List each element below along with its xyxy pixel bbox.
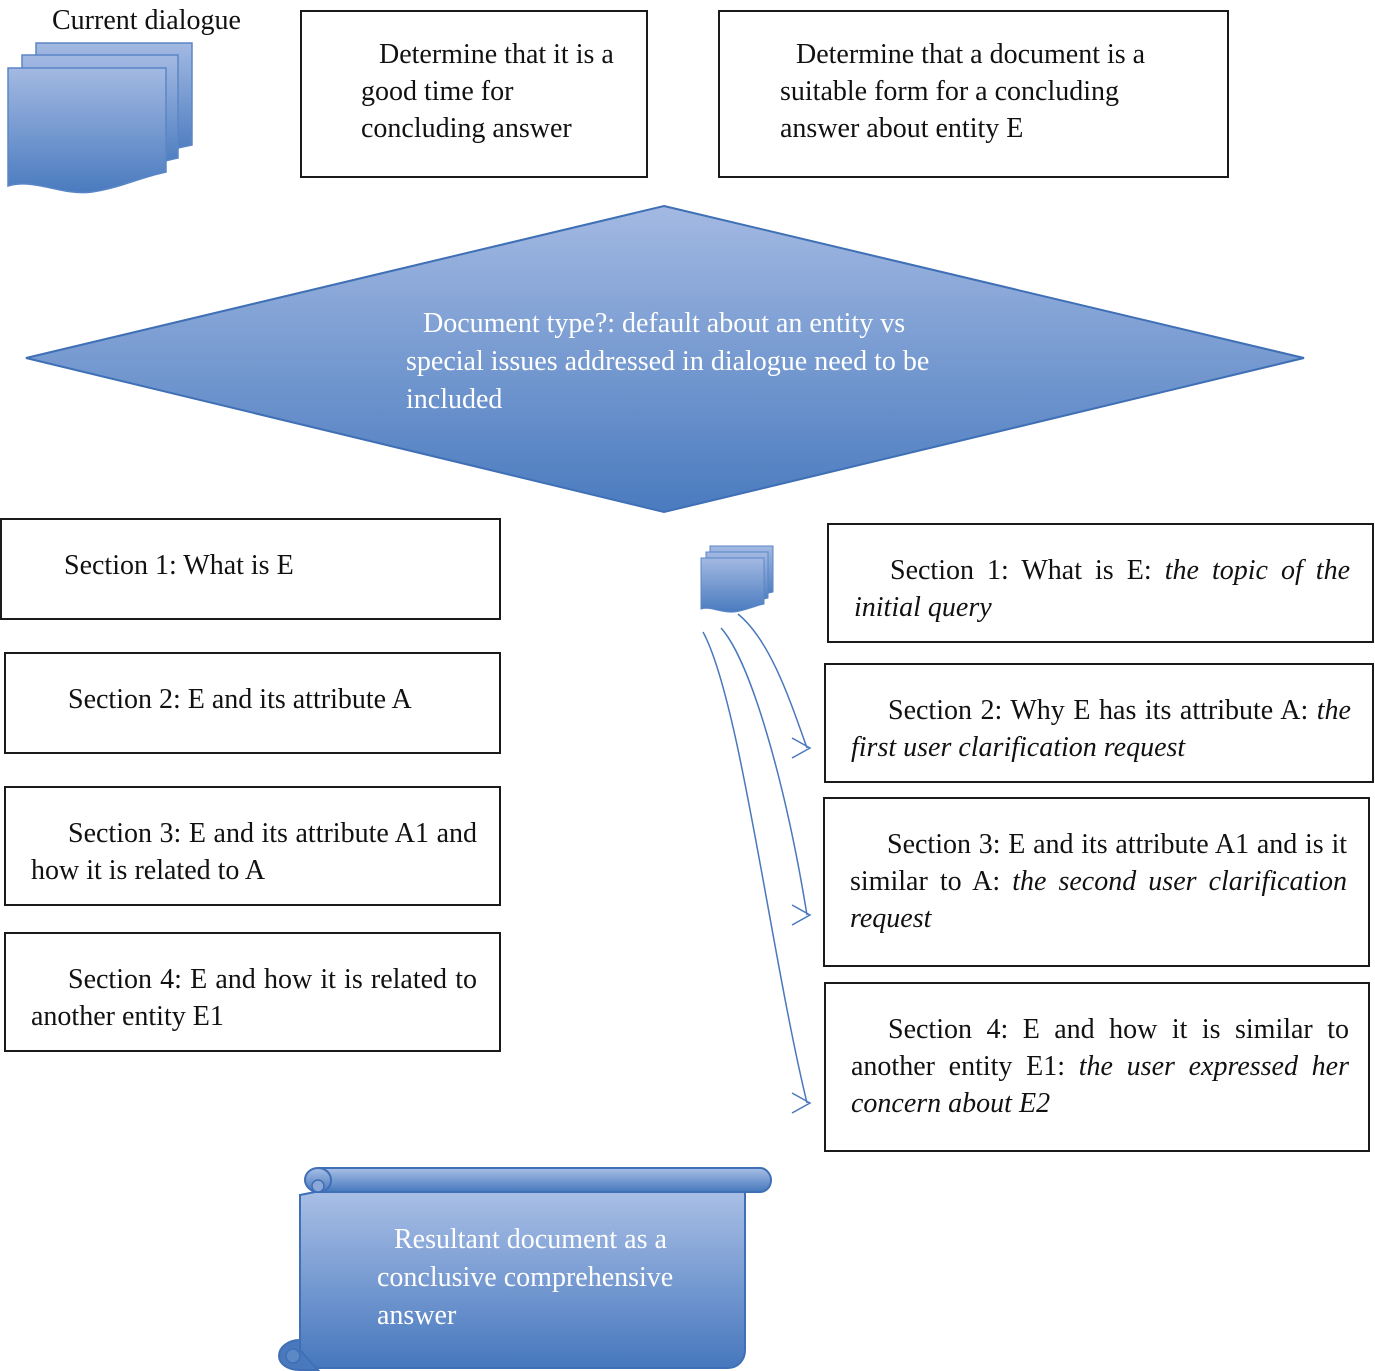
- current-dialogue-label: Current dialogue: [52, 5, 241, 36]
- document-type-decision-diamond: [25, 204, 1305, 514]
- decision-text: Document type?: default about an entity …: [406, 308, 930, 415]
- left-section-4-text: Section 4: E and how it is related to an…: [31, 964, 477, 1032]
- right-section-2-text: Section 2: Why E has its attribute A: th…: [851, 695, 1351, 763]
- left-section-4-box: Section 4: E and how it is related to an…: [4, 932, 501, 1052]
- arrow-to-right-section-2-head: [791, 737, 812, 759]
- arrow-to-right-section-4-head: [791, 1092, 812, 1114]
- current-dialogue-multidocument-icon: [7, 42, 193, 194]
- left-section-3-text: Section 3: E and its attribute A1 and ho…: [31, 818, 477, 886]
- arrow-to-right-section-3: [720, 627, 808, 916]
- left-section-2-text: Section 2: E and its attribute A: [68, 684, 412, 715]
- left-section-2-box: Section 2: E and its attribute A: [4, 652, 501, 754]
- arrow-to-right-section-2: [737, 613, 808, 749]
- left-section-1-box: Section 1: What is E: [0, 518, 501, 620]
- resultant-document-text: Resultant document as a conclusive compr…: [377, 1224, 674, 1331]
- arrow-to-right-section-3-head: [791, 904, 812, 926]
- right-section-1-text: Section 1: What is E: the topic of the i…: [854, 555, 1351, 623]
- arrow-to-right-section-4: [702, 631, 808, 1104]
- mapping-arrows: [702, 613, 812, 1114]
- right-section-2-box: Section 2: Why E has its attribute A: th…: [824, 663, 1374, 783]
- resultant-document-scroll: [277, 1167, 773, 1371]
- right-section-3-text: Section 3: E and its attribute A1 and is…: [850, 829, 1348, 934]
- right-section-1-box: Section 1: What is E: the topic of the i…: [827, 523, 1374, 643]
- suitable-form-text: Determine that a document is a suitable …: [780, 39, 1146, 144]
- good-time-text: Determine that it is a good time for con…: [361, 39, 614, 144]
- left-section-3-box: Section 3: E and its attribute A1 and ho…: [4, 786, 501, 906]
- small-multidocument-icon: [700, 545, 774, 613]
- right-section-3-box: Section 3: E and its attribute A1 and is…: [823, 797, 1370, 967]
- suitable-form-box: Determine that a document is a suitable …: [718, 10, 1229, 178]
- good-time-box: Determine that it is a good time for con…: [300, 10, 648, 178]
- right-section-4-box: Section 4: E and how it is similar to an…: [824, 982, 1370, 1152]
- left-section-1-text: Section 1: What is E: [64, 550, 294, 581]
- right-section-4-text: Section 4: E and how it is similar to an…: [851, 1014, 1349, 1119]
